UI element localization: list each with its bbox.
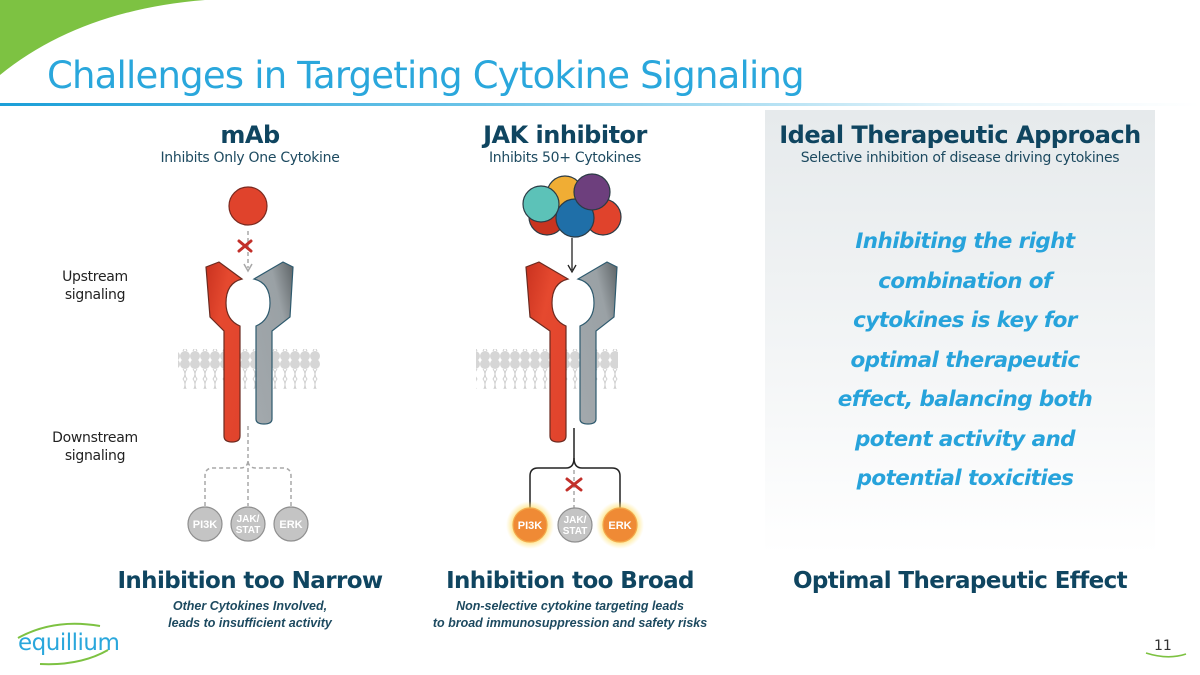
receptor-chain-red: [205, 261, 244, 443]
arrow-head: [243, 263, 253, 273]
node-circle: [512, 507, 548, 543]
arrow-head: [567, 264, 577, 274]
downstream-label-line: signaling: [64, 448, 126, 464]
upstream-label-line: Upstream: [62, 269, 128, 285]
cytokine-cluster: [522, 173, 622, 238]
node-label: JAK/: [237, 514, 260, 525]
pathway-node-jak-stat: JAK/STAT: [230, 506, 266, 542]
outcome-line: Non-selective cytokine targeting leads: [456, 599, 684, 613]
node-label: PI3K: [193, 519, 218, 531]
pathway-nodes: PI3K JAK/STAT ERK PI3K JAK/STAT ERK: [187, 501, 644, 549]
ideal-approach-panel: [765, 110, 1155, 555]
node-label: STAT: [236, 525, 261, 536]
outcome-narrow: Inhibition too Narrow Other Cytokines In…: [90, 568, 410, 632]
body-line: potent activity and: [855, 426, 1076, 452]
upstream-label: Upstream signaling: [40, 268, 150, 304]
column-heading: Ideal Therapeutic Approach: [779, 121, 1141, 149]
node-label: ERK: [608, 520, 631, 532]
jak-diagram: [476, 173, 622, 508]
page-number-swoosh: [1145, 652, 1187, 658]
mab-diagram: [178, 186, 320, 506]
cell-membrane: [178, 349, 320, 389]
outcome-title: Inhibition too Broad: [446, 568, 694, 594]
body-line: Inhibiting the right: [855, 229, 1075, 254]
outcome-line: leads to insufficient activity: [168, 616, 332, 630]
column-subheading: Inhibits 50+ Cytokines: [488, 150, 642, 166]
corner-swoosh-decoration: [0, 0, 205, 75]
outcome-optimal: Optimal Therapeutic Effect: [765, 568, 1155, 594]
block-x-icon: [565, 477, 583, 492]
outcome-description: Other Cytokines Involved, leads to insuf…: [90, 598, 410, 632]
body-line: combination of: [878, 268, 1052, 294]
receptor-chain-gray: [252, 261, 294, 425]
downstream-pathways: [204, 426, 292, 506]
node-label: ERK: [279, 519, 302, 531]
receptor-chain-gray: [576, 261, 618, 425]
body-line: optimal therapeutic: [850, 347, 1080, 373]
equillium-logo-swoosh: [17, 622, 109, 666]
column-header-mab: mAb Inhibits Only One Cytokine: [100, 121, 400, 166]
column-heading: mAb: [220, 121, 280, 149]
outcome-line: to broad immunosuppression and safety ri…: [432, 616, 708, 630]
body-line: effect, balancing both: [837, 387, 1093, 412]
node-circle: [273, 506, 309, 542]
node-label: STAT: [563, 526, 588, 537]
upstream-label-line: signaling: [64, 287, 126, 303]
column-header-jak: JAK inhibitor Inhibits 50+ Cytokines: [415, 121, 715, 166]
pathway-node-pi3k: PI3K: [506, 501, 554, 549]
column-subheading: Selective inhibition of disease driving …: [800, 150, 1120, 166]
downstream-pathways: [529, 428, 621, 508]
cell-membrane: [476, 349, 618, 389]
receptor-chain-red: [525, 261, 570, 443]
node-circle: [187, 506, 223, 542]
page-number: 11: [1154, 638, 1172, 654]
equillium-logo: equillium: [18, 630, 120, 656]
cytokine-ball: [228, 186, 268, 226]
downstream-label: Downstream signaling: [35, 429, 155, 465]
outcome-broad: Inhibition too Broad Non-selective cytok…: [400, 568, 740, 632]
body-line: cytokines is key for: [853, 308, 1077, 333]
node-circle: [230, 506, 266, 542]
block-x-icon: [237, 239, 253, 253]
column-subheading: Inhibits Only One Cytokine: [160, 150, 340, 166]
node-circle: [557, 507, 593, 543]
node-circle: [602, 507, 638, 543]
outcome-title: Optimal Therapeutic Effect: [792, 568, 1128, 594]
title-divider: [0, 103, 1200, 106]
body-line: potential toxicities: [856, 466, 1074, 491]
pathway-node-jak-stat: JAK/STAT: [557, 507, 593, 543]
outcome-description: Non-selective cytokine targeting leads t…: [400, 598, 740, 632]
column-heading: JAK inhibitor: [483, 121, 647, 149]
node-label: PI3K: [518, 520, 543, 532]
pathway-node-erk: ERK: [596, 501, 644, 549]
slide-title: Challenges in Targeting Cytokine Signali…: [47, 54, 805, 97]
outcome-title: Inhibition too Narrow: [117, 568, 383, 594]
column-header-ideal: Ideal Therapeutic Approach Selective inh…: [765, 121, 1155, 166]
pathway-node-pi3k: PI3K: [187, 506, 223, 542]
pathway-node-erk: ERK: [273, 506, 309, 542]
ideal-approach-body: Inhibiting the right combination of cyto…: [790, 222, 1140, 499]
downstream-label-line: Downstream: [52, 430, 138, 446]
node-label: JAK/: [564, 515, 587, 526]
outcome-line: Other Cytokines Involved,: [172, 599, 328, 613]
